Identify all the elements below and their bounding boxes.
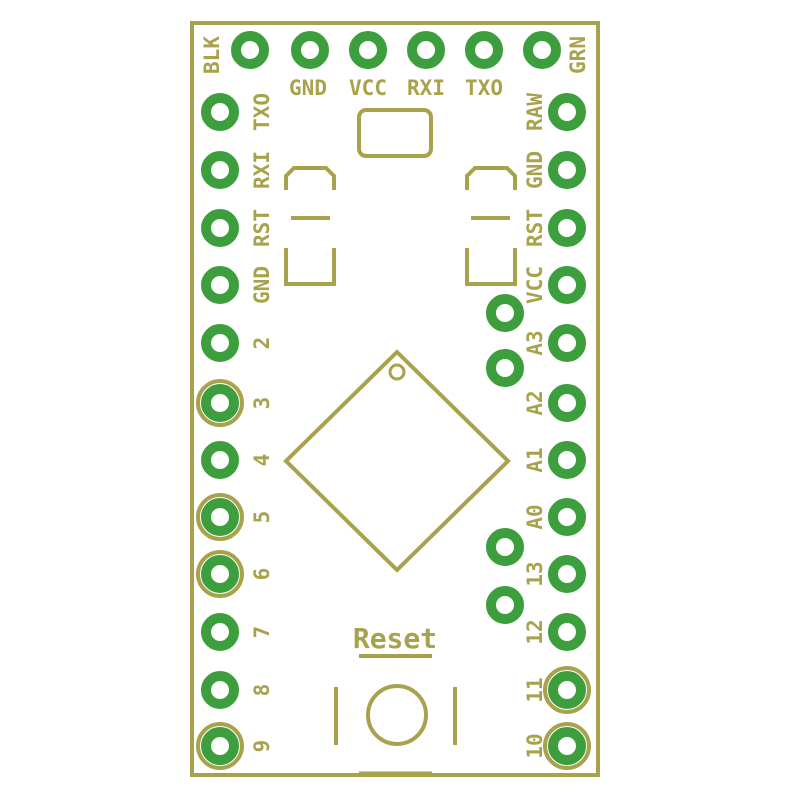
left-pin-label: RST: [250, 209, 274, 247]
right-pin-label: 11: [523, 677, 547, 702]
left-pin-label: RXI: [250, 151, 274, 189]
right-pin-label: A2: [523, 390, 547, 415]
left-pin-label: 6: [250, 568, 274, 581]
reset-button[interactable]: [334, 684, 457, 746]
right-header-pad[interactable]: [548, 209, 586, 247]
right-pin-label: RAW: [523, 93, 547, 131]
left-header-pad[interactable]: [201, 93, 239, 131]
ftdi-pad[interactable]: [407, 31, 445, 69]
ftdi-pad[interactable]: [291, 31, 329, 69]
right-pin-label: A3: [523, 330, 547, 355]
right-pin-label: A0: [523, 504, 547, 529]
right-header-pad[interactable]: [548, 266, 586, 304]
inner-pad[interactable]: [486, 294, 524, 332]
ftdi-pad[interactable]: [231, 31, 269, 69]
left-pin-label: 7: [250, 626, 274, 639]
blk-label: BLK: [200, 36, 224, 74]
left-header-pad-ring: [196, 379, 244, 427]
left-header-pad[interactable]: [201, 671, 239, 709]
left-pin-label: 3: [250, 397, 274, 410]
left-header-pad[interactable]: [201, 498, 239, 536]
right-header-pad[interactable]: [548, 151, 586, 189]
ftdi-pad[interactable]: [465, 31, 503, 69]
left-pin-label: 8: [250, 684, 274, 697]
ftdi-pad[interactable]: [349, 31, 387, 69]
right-header-pad[interactable]: [548, 384, 586, 422]
left-pin-label: 4: [250, 454, 274, 467]
left-pin-label: 9: [250, 740, 274, 753]
right-header-pad[interactable]: [548, 671, 586, 709]
left-header-pad[interactable]: [201, 441, 239, 479]
right-header-pad-ring: [543, 722, 591, 770]
crystal: [357, 108, 433, 158]
ftdi-label: VCC: [349, 76, 387, 100]
left-header-pad[interactable]: [201, 151, 239, 189]
capacitor-left: [284, 166, 336, 286]
ftdi-label: GND: [289, 76, 327, 100]
left-header-pad[interactable]: [201, 266, 239, 304]
right-header-pad[interactable]: [548, 441, 586, 479]
right-header-pad[interactable]: [548, 93, 586, 131]
right-header-pad[interactable]: [548, 555, 586, 593]
left-pin-label: 5: [250, 511, 274, 524]
right-pin-label: VCC: [523, 266, 547, 304]
inner-pad[interactable]: [486, 586, 524, 624]
ftdi-label: RXI: [407, 76, 445, 100]
right-header-pad[interactable]: [548, 727, 586, 765]
microcontroller-chip: [283, 349, 511, 573]
left-header-pad[interactable]: [201, 727, 239, 765]
grn-label: GRN: [566, 36, 590, 74]
pin1-marker: [388, 363, 406, 381]
inner-pad[interactable]: [486, 528, 524, 566]
right-pin-label: A1: [523, 447, 547, 472]
left-pin-label: 2: [250, 337, 274, 350]
left-header-pad[interactable]: [201, 613, 239, 651]
right-pin-label: 12: [523, 619, 547, 644]
right-header-pad[interactable]: [548, 613, 586, 651]
right-header-pad[interactable]: [548, 498, 586, 536]
left-header-pad-ring: [196, 493, 244, 541]
right-header-pad-ring: [543, 666, 591, 714]
right-header-pad[interactable]: [548, 324, 586, 362]
left-header-pad-ring: [196, 722, 244, 770]
left-header-pad[interactable]: [201, 384, 239, 422]
ftdi-pad[interactable]: [523, 31, 561, 69]
reset-label: Reset: [353, 622, 437, 655]
left-header-pad[interactable]: [201, 324, 239, 362]
inner-pad[interactable]: [486, 349, 524, 387]
left-header-pad[interactable]: [201, 555, 239, 593]
left-pin-label: GND: [250, 266, 274, 304]
right-pin-label: 10: [523, 733, 547, 758]
left-header-pad[interactable]: [201, 209, 239, 247]
ftdi-label: TXO: [465, 76, 503, 100]
right-pin-label: RST: [523, 209, 547, 247]
left-pin-label: TXO: [250, 93, 274, 131]
left-header-pad-ring: [196, 550, 244, 598]
right-pin-label: GND: [523, 151, 547, 189]
right-pin-label: 13: [523, 561, 547, 586]
capacitor-right: [465, 166, 517, 286]
